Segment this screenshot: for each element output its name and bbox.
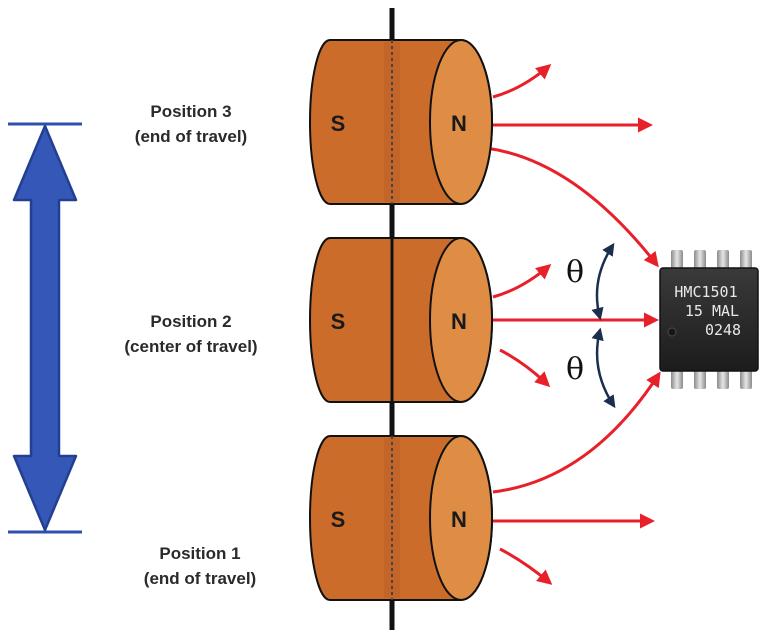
magnet-position-3: S N: [309, 39, 493, 205]
position-2-label: Position 2 (center of travel): [76, 309, 306, 359]
field-arrow: [499, 547, 553, 585]
south-pole-label: S: [331, 507, 346, 532]
travel-double-arrow-icon: [12, 124, 78, 532]
field-arrow: [492, 64, 552, 99]
chip-marking-line-2: 15 MAL: [685, 302, 739, 320]
north-pole-label: N: [451, 309, 467, 334]
travel-range-arrow: [8, 122, 82, 534]
field-arrows: [485, 64, 661, 585]
field-arrow: [492, 371, 661, 494]
position-2-name: Position 2: [150, 312, 232, 331]
sensor-chip: HMC1501 15 MAL 0248: [659, 250, 759, 389]
chip-marking-line-1: HMC1501: [674, 283, 737, 301]
south-pole-label: S: [331, 309, 346, 334]
position-2-note: (center of travel): [124, 337, 258, 356]
angle-theta-lower: θ: [566, 352, 584, 387]
chip-pins: [671, 250, 752, 389]
position-1-label: Position 1 (end of travel): [85, 541, 315, 591]
magnet-position-1: S N: [309, 435, 493, 601]
lower-angle-arc: [591, 327, 616, 409]
chip-body: [659, 267, 759, 372]
chip-pin1-dot: [667, 327, 677, 337]
magnet-position-2: S N: [309, 237, 493, 403]
upper-angle-arc: [591, 242, 615, 321]
angle-arcs: [591, 242, 616, 409]
position-3-note: (end of travel): [134, 127, 248, 146]
field-arrow: [499, 348, 551, 388]
angle-theta-upper: θ: [566, 255, 584, 290]
field-arrow: [485, 146, 659, 268]
south-pole-label: S: [331, 111, 346, 136]
position-1-name: Position 1: [159, 544, 241, 563]
position-1-note: (end of travel): [143, 569, 257, 588]
position-3-name: Position 3: [150, 102, 232, 121]
north-pole-label: N: [451, 111, 467, 136]
field-arrow: [492, 264, 552, 299]
north-pole-label: N: [451, 507, 467, 532]
chip-marking-line-3: 0248: [705, 321, 741, 339]
position-3-label: Position 3 (end of travel): [76, 99, 306, 149]
